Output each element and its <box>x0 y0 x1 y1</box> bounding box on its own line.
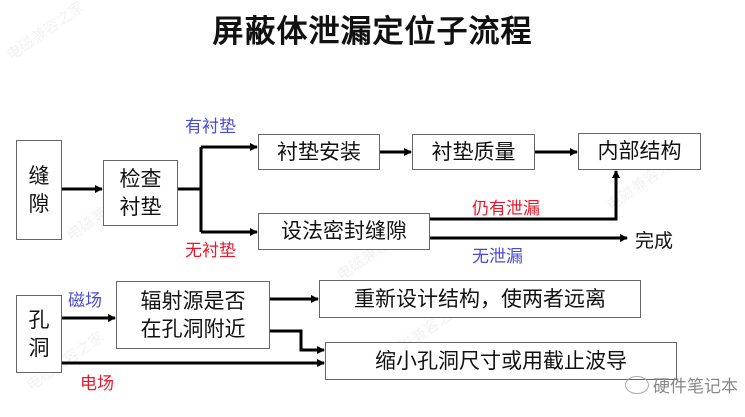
label-no-gasket: 无衬垫 <box>185 241 236 261</box>
wechat-icon <box>625 375 649 394</box>
node-internal-structure: 内部结构 <box>578 133 701 170</box>
node-source-near-hole-text: 辐射源是否 <box>140 288 246 313</box>
arrow-source-to-shrink <box>270 329 325 354</box>
node-source-near-hole-text: 在孔洞附近 <box>140 317 246 341</box>
node-check-gasket-text: 检查 <box>119 166 162 191</box>
brand-text: 硬件笔记本 <box>653 377 738 397</box>
label-has-gasket: 有衬垫 <box>185 117 236 137</box>
node-source-near-hole: 辐射源是否 在孔洞附近 <box>116 281 270 349</box>
node-seam-text: 缝 <box>28 163 50 188</box>
label-no-leak: 无泄漏 <box>472 247 523 267</box>
node-gasket-quality: 衬垫质量 <box>412 134 535 170</box>
node-check-gasket: 检查 衬垫 <box>103 160 178 226</box>
node-redesign-structure: 重新设计结构，使两者远离 <box>319 280 641 318</box>
node-check-gasket-text: 衬垫 <box>119 195 162 219</box>
node-hole-text: 洞 <box>28 336 50 360</box>
label-still-leak: 仍有泄漏 <box>472 199 540 219</box>
label-electric-field: 电场 <box>80 374 114 394</box>
node-done: 完成 <box>635 230 674 252</box>
node-gasket-install: 衬垫安装 <box>258 134 380 170</box>
arrow-still-leak <box>430 170 620 221</box>
node-hole: 孔 洞 <box>16 295 62 373</box>
brand-watermark: 硬件笔记本 <box>625 372 738 397</box>
node-shrink-hole: 缩小孔洞尺寸或用截止波导 <box>325 342 677 380</box>
label-magnetic-field: 磁场 <box>68 291 102 311</box>
node-hole-text: 孔 <box>28 307 50 332</box>
node-seal-seam: 设法密封缝隙 <box>258 213 430 250</box>
node-seam-text: 隙 <box>28 192 50 216</box>
diagram-title: 屏蔽体泄漏定位子流程 <box>212 14 533 50</box>
node-seam: 缝 隙 <box>16 140 62 240</box>
